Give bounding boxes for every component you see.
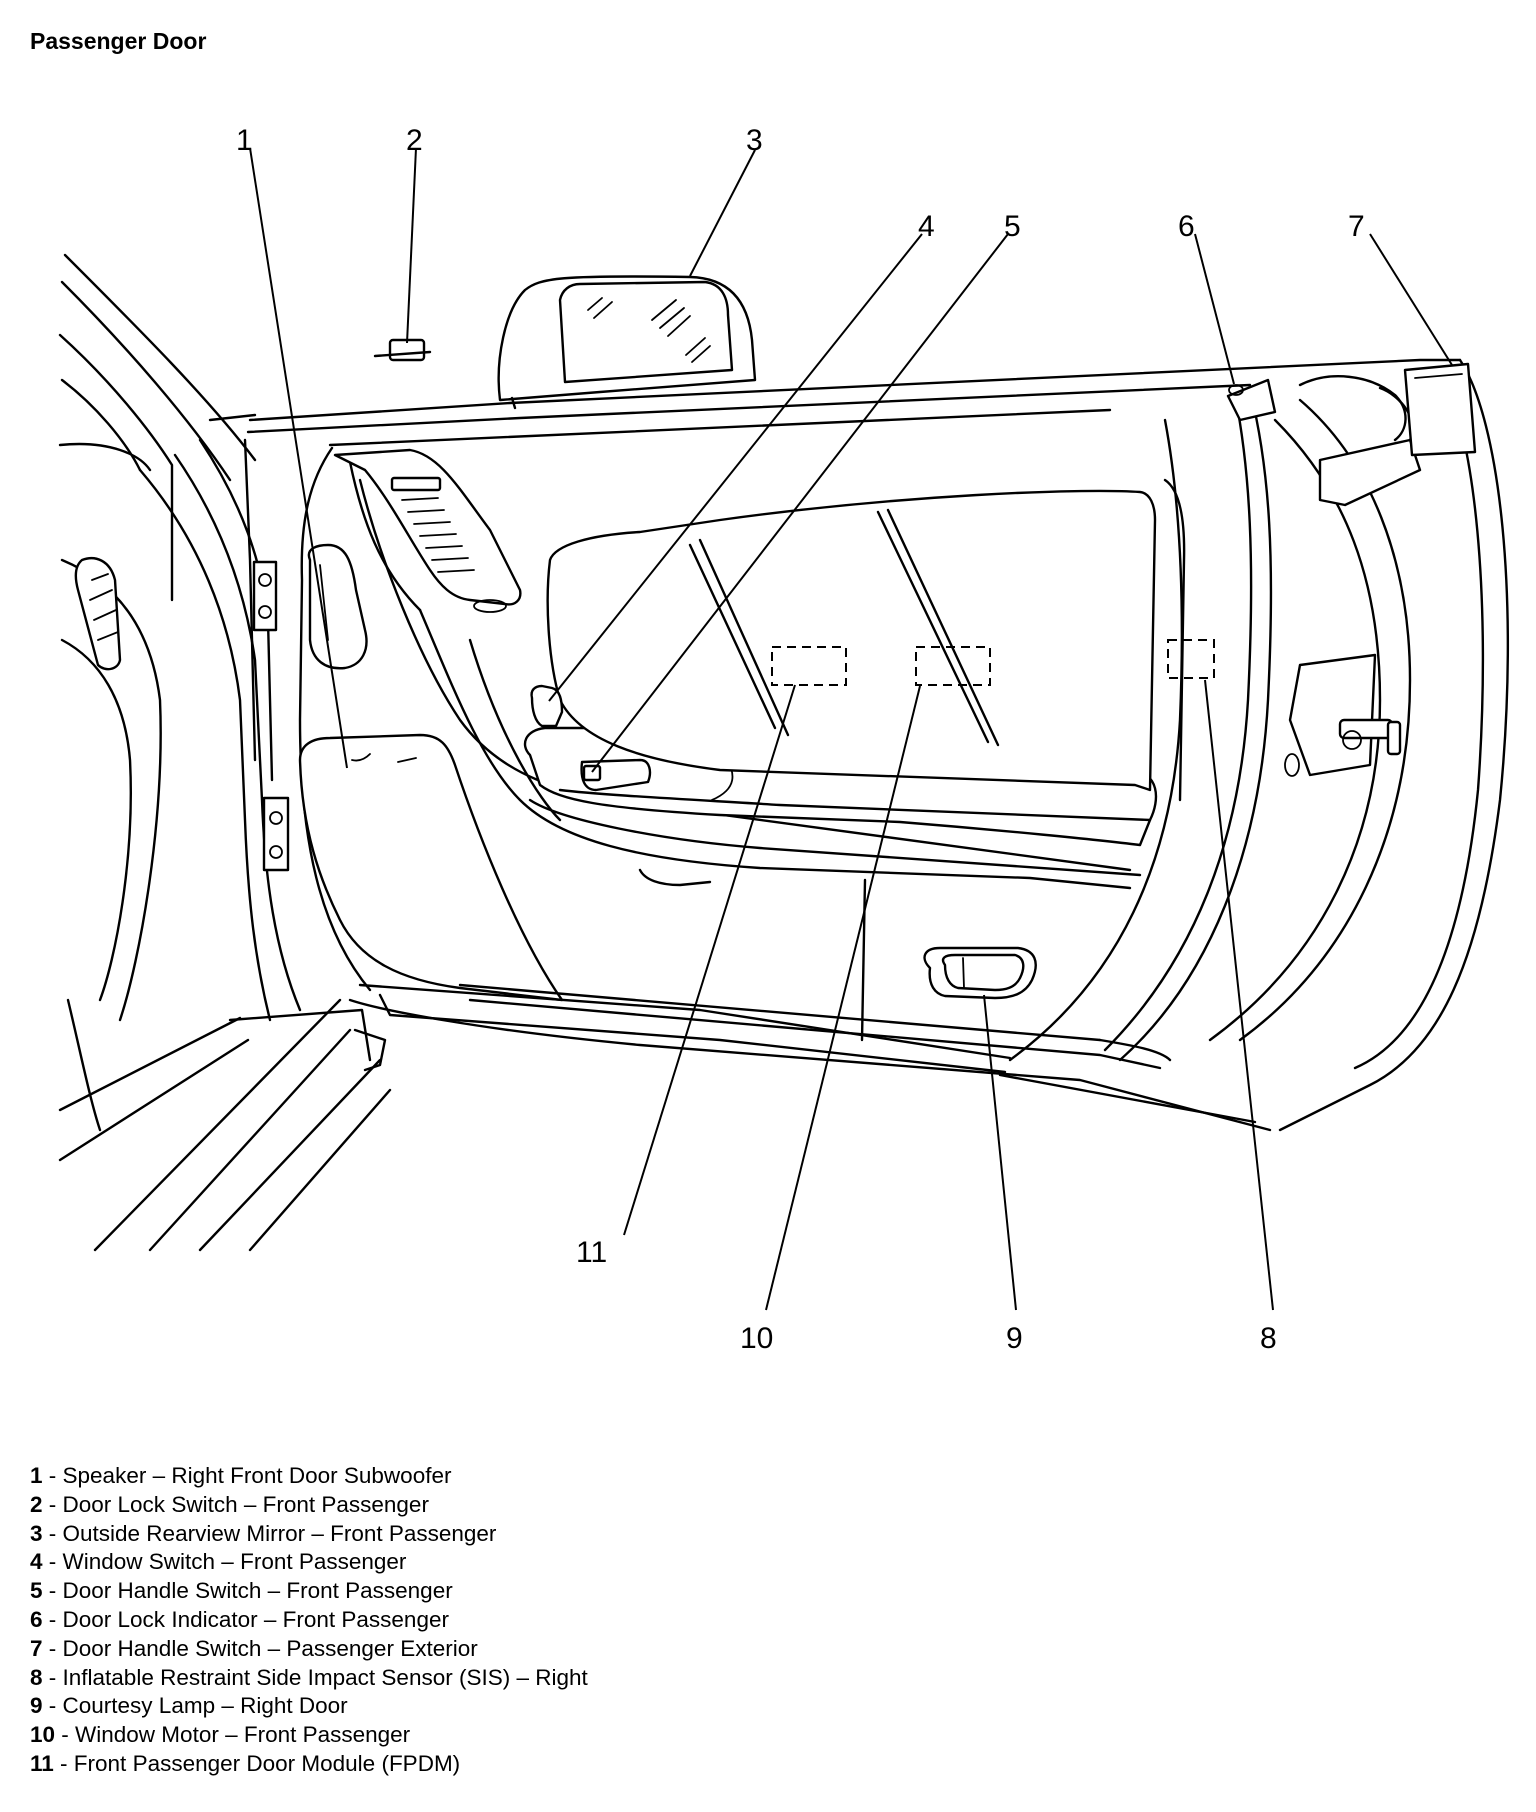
callout-2: 2 (406, 124, 423, 157)
legend-item: 11 - Front Passenger Door Module (FPDM) (30, 1750, 461, 1776)
door-diagram: 1 2 3 4 5 6 7 8 9 10 11 (58, 124, 1510, 1355)
door-panel-drawing (298, 338, 1244, 1070)
legend-item: 7 - Door Handle Switch – Passenger Exter… (30, 1635, 478, 1661)
callout-4: 4 (918, 210, 935, 243)
side-impact-sensor-hidden-outline (1167, 639, 1215, 679)
callout-1: 1 (236, 124, 253, 157)
leader-lines (249, 147, 1453, 1311)
callout-11: 11 (576, 1236, 607, 1269)
legend-item: 3 - Outside Rearview Mirror – Front Pass… (30, 1520, 497, 1546)
callout-7: 7 (1348, 210, 1365, 243)
callout-numbers: 1 2 3 4 5 6 7 8 9 10 11 (236, 124, 1365, 1355)
legend-item: 6 - Door Lock Indicator – Front Passenge… (30, 1606, 449, 1632)
door-frame-drawing (246, 358, 1510, 1132)
legend-item: 2 - Door Lock Switch – Front Passenger (30, 1491, 429, 1517)
callout-9: 9 (1006, 1322, 1023, 1355)
outside-mirror-drawing (497, 275, 757, 410)
window-motor-hidden-outline (771, 646, 847, 686)
callout-10: 10 (740, 1322, 773, 1355)
component-legend: 1 - Speaker – Right Front Door Subwoofer… (30, 1462, 588, 1779)
legend-item: 4 - Window Switch – Front Passenger (30, 1549, 407, 1575)
callout-3: 3 (746, 124, 763, 157)
callout-5: 5 (1004, 210, 1021, 243)
legend-item: 9 - Courtesy Lamp – Right Door (30, 1693, 348, 1719)
callout-6: 6 (1178, 210, 1195, 243)
legend-item: 1 - Speaker – Right Front Door Subwoofer (30, 1463, 452, 1488)
page-title: Passenger Door (30, 28, 207, 54)
car-body-drawing (58, 253, 392, 1252)
door-module-hidden-outline (915, 646, 991, 686)
legend-item: 10 - Window Motor – Front Passenger (30, 1722, 411, 1748)
callout-8: 8 (1260, 1322, 1277, 1355)
legend-item: 8 - Inflatable Restraint Side Impact Sen… (30, 1664, 588, 1690)
legend-item: 5 - Door Handle Switch – Front Passenger (30, 1578, 453, 1604)
